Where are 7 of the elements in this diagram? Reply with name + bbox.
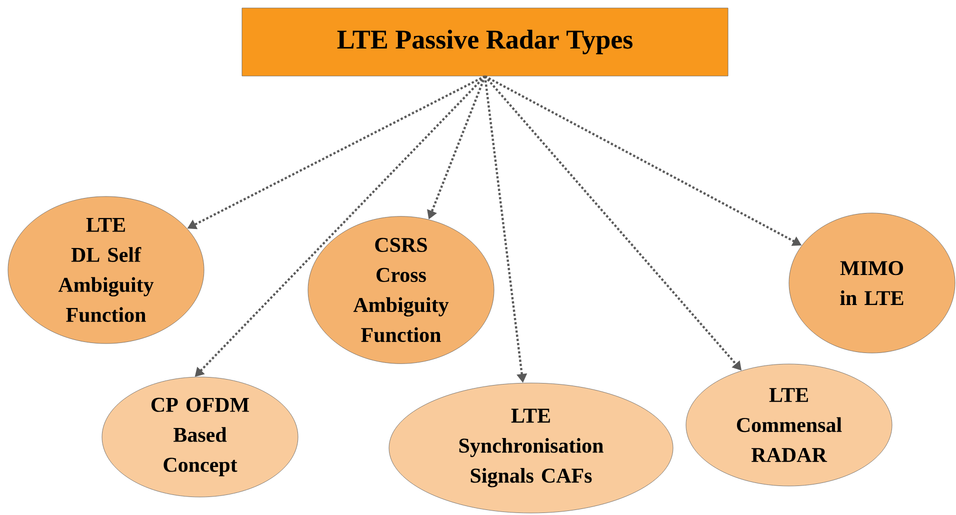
title-box: LTE Passive Radar Types — [242, 8, 728, 76]
ellipse-node: LTE Synchronisation Signals CAFs — [388, 382, 674, 514]
ellipse-node: MIMO in LTE — [788, 212, 956, 354]
ellipse-node: CP OFDM Based Concept — [102, 376, 298, 498]
ellipse-node: LTE DL Self Ambiguity Function — [8, 196, 204, 344]
ellipse-node: CSRS Cross Ambiguity Function — [308, 216, 494, 364]
ellipse-node: LTE Commensal RADAR — [686, 364, 892, 486]
